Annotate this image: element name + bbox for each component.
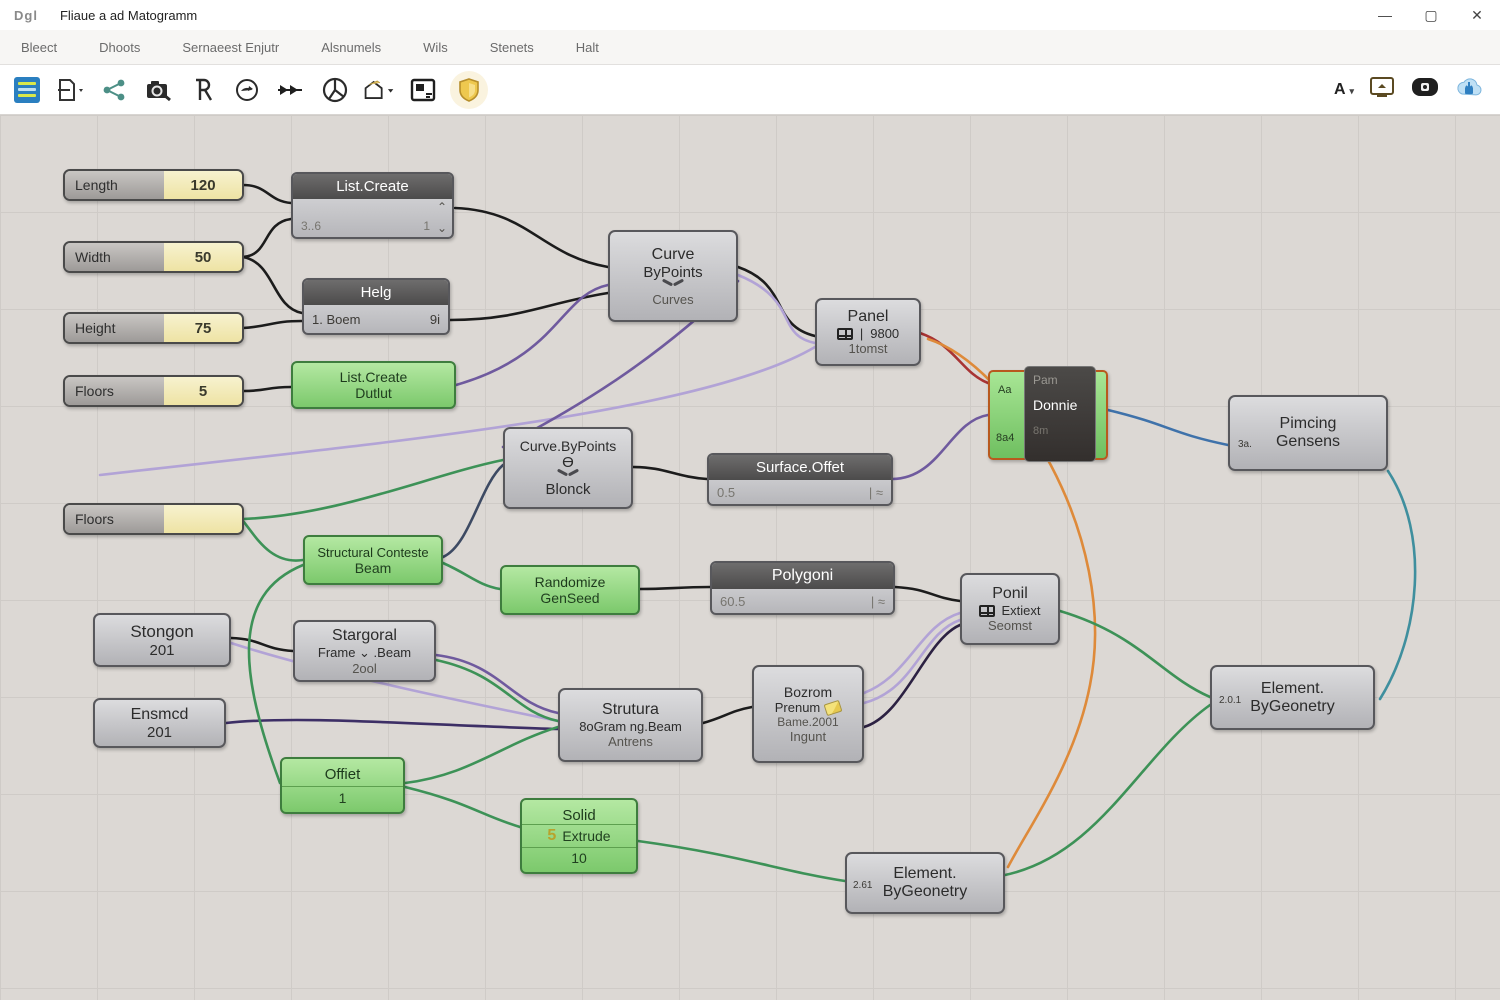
capture-icon[interactable] [1410, 74, 1440, 105]
close-button[interactable]: ✕ [1471, 6, 1483, 23]
node-element-bygeometry-right[interactable]: 2.0.1 Element. ByGeonetry [1210, 665, 1375, 730]
circled-arrow-icon[interactable] [230, 73, 264, 107]
table-icon [979, 604, 996, 617]
node-ponil[interactable]: Ponil Extiext Seomst [960, 573, 1060, 645]
node-pimcing-gensens[interactable]: 3a. Pimcing Gensens [1228, 395, 1388, 471]
window-title: Fliaue a ad Matogramm [59, 7, 198, 23]
node-curve-bypoints-2[interactable]: Curve.ByPoints Ɵ Blonck [503, 427, 633, 509]
node-curve-bypoints-1[interactable]: Curve ByPoints Curves [608, 230, 738, 322]
slider-floors[interactable]: Floors 5 [63, 375, 244, 407]
node-stargoral[interactable]: Stargoral Frame ⌄ .Beam 2ool [293, 620, 436, 682]
slider-floors-2-label: Floors [65, 505, 165, 533]
window-controls: — ▢ ✕ [1362, 0, 1500, 30]
node-element-bygeometry-bottom[interactable]: 2.61 Element. ByGeonetry [845, 852, 1005, 914]
collapse-caret-icon[interactable]: ⌃ [436, 200, 447, 214]
node-helg-title: Helg [304, 280, 448, 305]
slider-height-label: Height [65, 314, 165, 342]
node-panel[interactable]: Panel | 9800 1tomst [815, 298, 921, 366]
toolbar-right: A ▾ [1334, 74, 1484, 105]
chevron-down-icon[interactable] [555, 471, 581, 479]
slider-floors-2-value[interactable] [164, 505, 242, 533]
slider-floors-value[interactable]: 5 [164, 377, 242, 405]
node-donnie-dropdown[interactable]: Aa 8a4 Pam Donnie 8m [988, 366, 1108, 462]
pie-chart-icon[interactable] [318, 73, 352, 107]
menu-item-0[interactable]: Bleect [21, 39, 58, 55]
slider-width-label: Width [65, 243, 165, 271]
expand-caret-icon[interactable]: ⌄ [436, 221, 447, 235]
menu-item-1[interactable]: Dhoots [99, 39, 141, 55]
ribbon-icon [823, 699, 843, 716]
node-strutura[interactable]: Strutura 8oGram ng.Beam Antrens [558, 688, 703, 762]
font-size-button[interactable]: A ▾ [1334, 80, 1354, 98]
node-list-create-1[interactable]: List.Create 3..6 1 ⌃ ⌄ [291, 172, 454, 239]
menu-item-3[interactable]: Alsnumels [321, 39, 382, 55]
slider-floors-label: Floors [65, 377, 165, 405]
table-icon [836, 327, 853, 340]
donnie-selected-item[interactable]: Donnie [1033, 397, 1078, 413]
slider-length-label: Length [65, 171, 165, 199]
maximize-button[interactable]: ▢ [1424, 6, 1438, 23]
slider-length[interactable]: Length 120 [63, 169, 244, 201]
node-list-create-green[interactable]: List.Create Dutlut [291, 361, 456, 409]
share-graph-icon[interactable] [98, 73, 132, 107]
menu-item-4[interactable]: Wils [423, 39, 448, 55]
node-canvas[interactable]: Length 120 Width 50 Height 75 Floors 5 F… [0, 115, 1500, 1000]
theta-icon: Ɵ [562, 454, 574, 471]
menu-item-5[interactable]: Stenets [489, 39, 534, 55]
node-list-create-1-title: List.Create [293, 174, 452, 199]
slider-width[interactable]: Width 50 [63, 241, 244, 273]
node-bozrom[interactable]: Bozrom Prenum Bame.2001 Ingunt [752, 665, 864, 763]
slider-height-value[interactable]: 75 [164, 314, 242, 342]
node-solid-extrude[interactable]: Solid 5 Extrude 10 [520, 798, 638, 874]
slider-floors-2[interactable]: Floors [63, 503, 244, 535]
slider-length-value[interactable]: 120 [164, 171, 242, 199]
arrow-badge-icon: 5 [547, 826, 557, 844]
node-list-create-1-body: 3..6 1 ⌃ ⌄ [301, 200, 447, 235]
node-randomize[interactable]: Randomize GenSeed [500, 565, 640, 615]
node-ensmcd[interactable]: Ensmcd 201 [93, 698, 226, 748]
cloud-download-icon[interactable] [1454, 74, 1484, 105]
app-grid-icon[interactable] [10, 73, 44, 107]
chevron-down-icon[interactable] [660, 281, 686, 289]
donnie-dropdown-list[interactable]: Pam Donnie 8m [1024, 366, 1096, 462]
menu-item-2[interactable]: Sernaeest Enjutr [182, 39, 280, 55]
home-dropdown-icon[interactable] [362, 73, 396, 107]
node-helg[interactable]: Helg 1. Boem 9i [302, 278, 450, 335]
minimize-button[interactable]: — [1378, 7, 1392, 23]
toolbar: A ▾ [0, 65, 1500, 115]
menubar: Bleect Dhoots Sernaeest Enjutr Alsnumels… [0, 30, 1500, 65]
run-fast-icon[interactable] [274, 73, 308, 107]
slider-width-value[interactable]: 50 [164, 243, 242, 271]
node-polygoni[interactable]: Polygoni 60.5 | ≈ [710, 561, 895, 615]
shield-badge-icon[interactable] [450, 70, 488, 109]
new-file-icon[interactable] [54, 73, 88, 107]
titlebar: Dgl Fliaue a ad Matogramm — ▢ ✕ [0, 0, 1500, 30]
slider-height[interactable]: Height 75 [63, 312, 244, 344]
person-edit-icon[interactable] [186, 73, 220, 107]
node-offiet[interactable]: Offiet 1 [280, 757, 405, 814]
node-stongon[interactable]: Stongon 201 [93, 613, 231, 667]
node-surface-offet[interactable]: Surface.Offet 0.5 | ≈ [707, 453, 893, 506]
app-logo-icon: Dgl [14, 7, 38, 23]
camera-search-icon[interactable] [142, 73, 176, 107]
present-screen-icon[interactable] [1368, 74, 1396, 105]
menu-item-6[interactable]: Halt [575, 39, 599, 55]
node-structural-conteste[interactable]: Structural Conteste Beam [303, 535, 443, 585]
layout-frame-icon[interactable] [406, 73, 440, 107]
